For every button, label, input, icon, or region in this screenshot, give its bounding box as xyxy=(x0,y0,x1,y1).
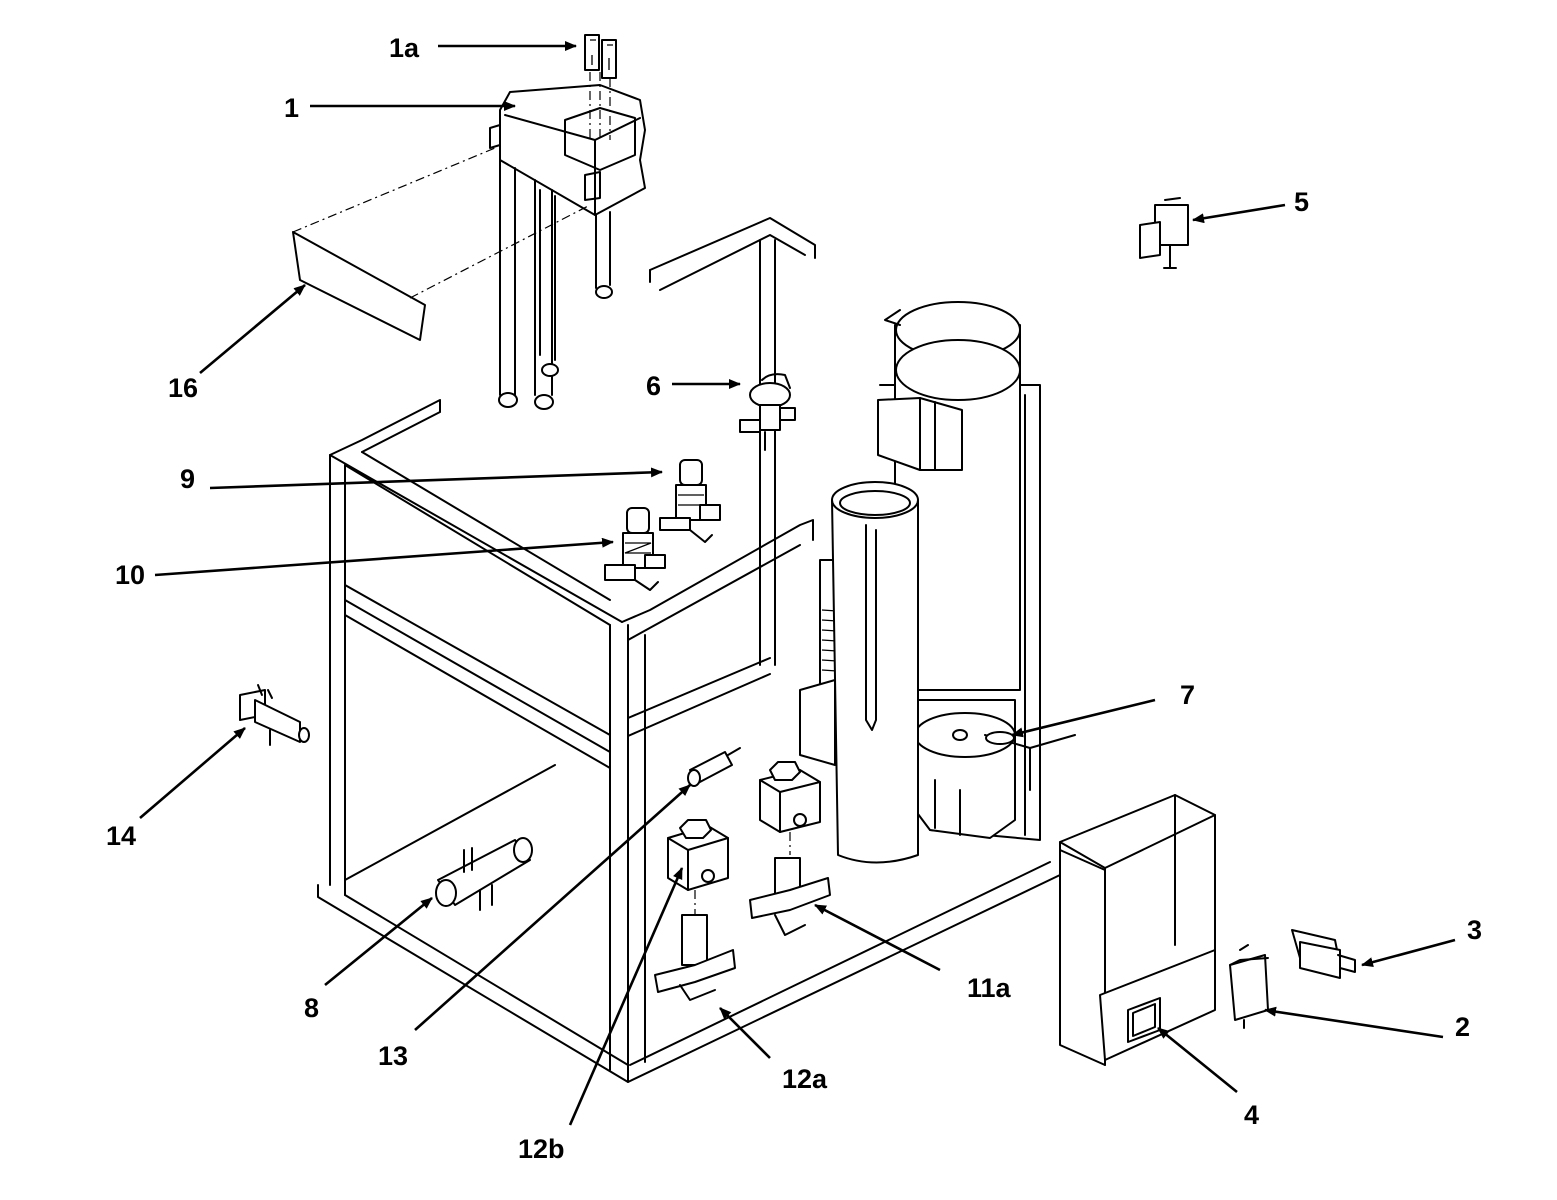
solenoid-valve-part-12a xyxy=(654,890,736,1001)
label-11a: 11a xyxy=(967,973,1012,1003)
label-12a: 12a xyxy=(782,1064,828,1094)
label-14: 14 xyxy=(106,821,136,851)
label-3: 3 xyxy=(1467,915,1482,945)
label-5: 5 xyxy=(1294,187,1309,217)
label-1: 1 xyxy=(284,93,299,123)
expansion-valve-part-6 xyxy=(739,373,796,451)
valve-part-14 xyxy=(239,684,310,746)
frame xyxy=(317,217,1061,1083)
label-13: 13 xyxy=(378,1041,408,1071)
leader-lines xyxy=(139,41,1456,1126)
label-6: 6 xyxy=(646,371,661,401)
float-switch-part-1a xyxy=(584,34,617,140)
connector-part-13 xyxy=(687,747,741,787)
label-7: 7 xyxy=(1180,680,1195,710)
service-valve-part-9 xyxy=(659,459,721,543)
label-9: 9 xyxy=(180,464,195,494)
service-valve-part-10 xyxy=(604,507,666,591)
label-2: 2 xyxy=(1455,1012,1470,1042)
solenoid-valve-part-11a xyxy=(749,761,831,936)
control-box xyxy=(1059,794,1216,1066)
drier-part-8 xyxy=(435,837,533,911)
solenoid-valve-part-12b xyxy=(667,819,729,891)
label-16: 16 xyxy=(168,373,198,403)
evaporator-assembly xyxy=(799,301,1076,864)
label-4: 4 xyxy=(1244,1100,1259,1130)
label-10: 10 xyxy=(115,560,145,590)
label-1a: 1a xyxy=(389,33,420,63)
label-8: 8 xyxy=(304,993,319,1023)
water-reservoir-part-1 xyxy=(489,84,646,410)
switch-part-3 xyxy=(1291,929,1356,979)
relay-part-2 xyxy=(1229,944,1269,1029)
front-panel-part-16 xyxy=(292,147,591,341)
label-12b: 12b xyxy=(518,1134,565,1164)
water-valve-part-5 xyxy=(1139,197,1189,269)
